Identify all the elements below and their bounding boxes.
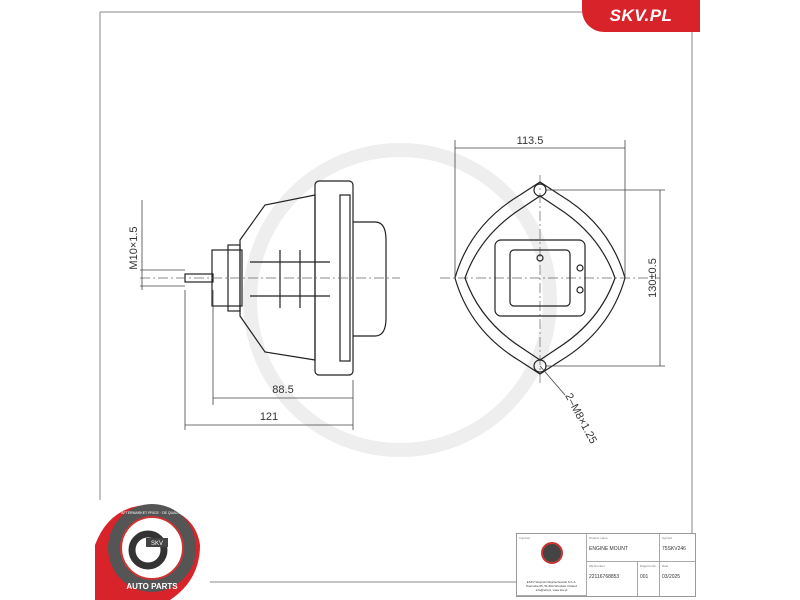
- diagram-cell: Diagram No 001: [638, 562, 660, 596]
- date-label: Date: [662, 564, 669, 568]
- symbol-cell: Symbol 75SKV246: [660, 534, 695, 562]
- watermark-gear: [243, 143, 557, 457]
- badge-bottom-text: AUTO PARTS: [126, 582, 178, 591]
- diagram-label: Diagram No: [640, 564, 657, 568]
- product-name-cell: Product name ENGINE MOUNT: [587, 534, 660, 562]
- side-view: [184, 180, 387, 376]
- importer-logo: [540, 542, 563, 564]
- badge-center-text: SKV: [151, 541, 163, 547]
- importer-cell: Importer ESKV Wojcicki Wojciechowski S.K…: [517, 534, 587, 596]
- product-name-label: Product name: [589, 536, 608, 540]
- badge-ring-text: AFTERMARKET PRICE · OE QUALITY: [121, 511, 183, 515]
- importer-label: Importer: [519, 536, 531, 540]
- dim-88-5: 88.5: [272, 384, 293, 396]
- diagram-no: 001: [640, 574, 649, 580]
- symbol-value: 75SKV246: [662, 546, 686, 552]
- date-value: 03/2025: [662, 574, 681, 580]
- oe-cell: OE Number 22116768853: [587, 562, 638, 596]
- dim-130: 130±0.5: [647, 258, 659, 298]
- company-name: ESKV Wojcicki Wojciechowski S.K.A.: [526, 580, 577, 584]
- company-address: Piernicka 65, 51-603 Wrocław, Poland: [526, 584, 577, 588]
- skv-site-link[interactable]: SKV.PL: [582, 0, 700, 32]
- drawing-frame: [99, 11, 693, 583]
- dim-113-5: 113.5: [517, 135, 544, 147]
- symbol-label: Symbol: [662, 536, 673, 540]
- dimension-lines: [140, 140, 665, 430]
- dim-121: 121: [260, 411, 278, 423]
- title-block: Importer ESKV Wojcicki Wojciechowski S.K…: [516, 533, 696, 597]
- centerline: [140, 175, 660, 385]
- dim-bolt: 2–M8×1.25: [562, 391, 599, 446]
- oe-number: 22116768853: [589, 574, 620, 580]
- oe-label: OE Number: [589, 564, 605, 568]
- skv-badge-logo: SKV AUTO PARTS AFTERMARKET PRICE · OE QU…: [95, 504, 200, 600]
- dim-thread: M10×1.5: [128, 226, 140, 269]
- company-contact: info@skv.pl, www.skv.pl: [535, 588, 568, 592]
- date-cell: Date 03/2025: [660, 562, 695, 596]
- product-name: ENGINE MOUNT: [589, 546, 628, 552]
